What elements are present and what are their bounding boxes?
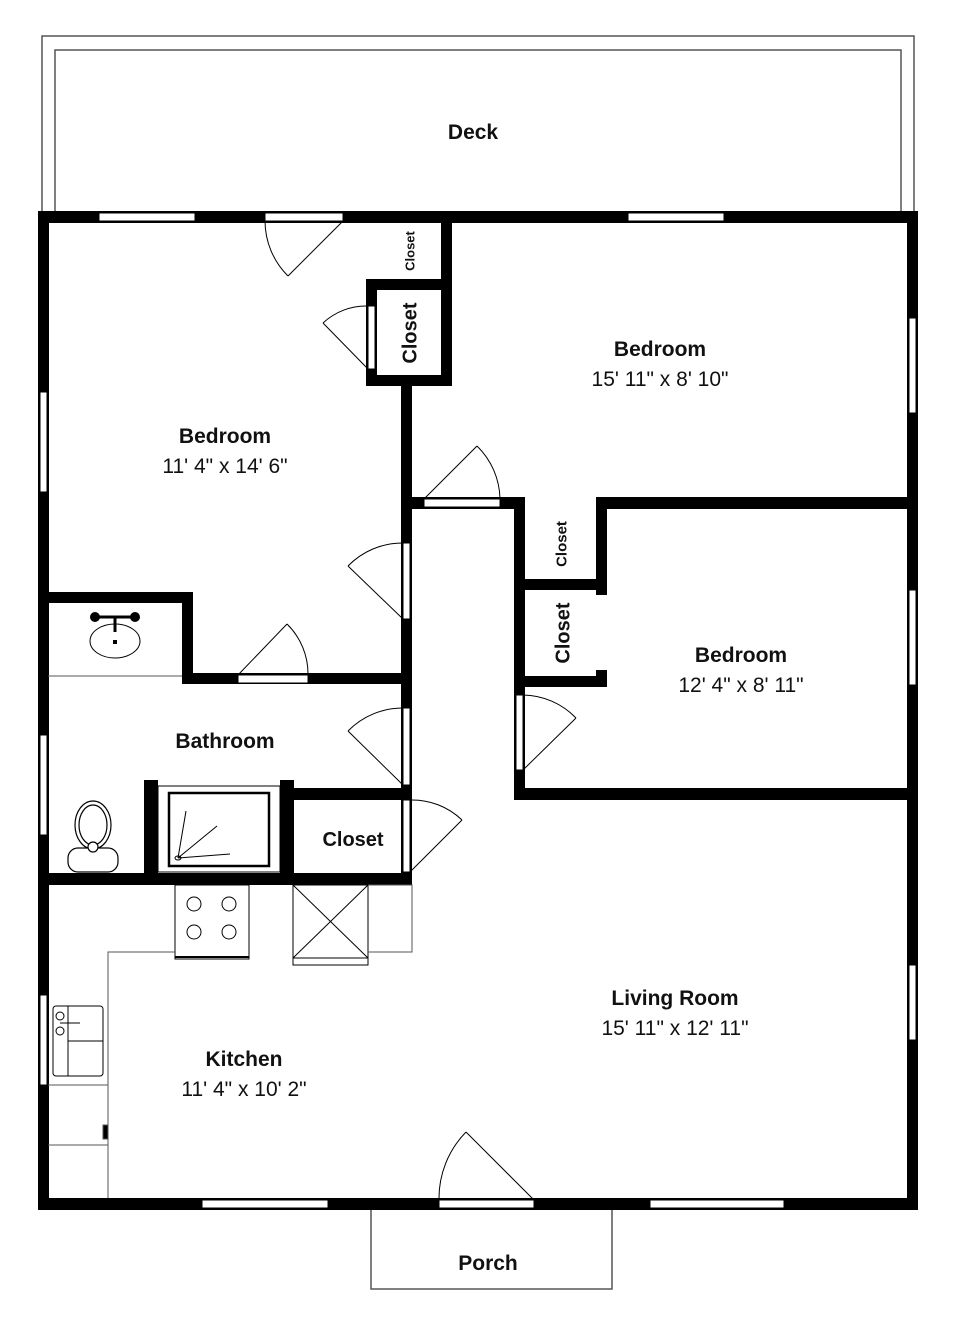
room-name: Porch bbox=[458, 1252, 518, 1275]
room-label-bathroom: Bathroom bbox=[175, 730, 274, 754]
bathroom-sink-icon bbox=[48, 612, 182, 677]
room-label-living-room: Living Room 15' 11" x 12' 11" bbox=[601, 987, 748, 1041]
stove-icon bbox=[174, 884, 250, 960]
room-dimensions: 15' 11" x 12' 11" bbox=[601, 1017, 749, 1040]
room-name: Bedroom bbox=[694, 644, 788, 667]
closet-label-top-large: Closet bbox=[399, 302, 422, 364]
room-name: Kitchen bbox=[205, 1048, 283, 1071]
room-label-bedroom-1: Bedroom 11' 4" x 14' 6" bbox=[162, 425, 287, 479]
closet-label-hall: Closet bbox=[322, 829, 384, 851]
room-label-porch: Porch bbox=[458, 1252, 518, 1276]
porch-outline bbox=[370, 1207, 613, 1290]
room-dimensions: 11' 4" x 10' 2" bbox=[181, 1078, 307, 1101]
room-name: Living Room bbox=[611, 987, 739, 1010]
room-label-bedroom-2: Bedroom 15' 11" x 8' 10" bbox=[592, 338, 729, 392]
toilet-icon bbox=[67, 800, 119, 873]
openings bbox=[39, 212, 917, 1209]
room-name: Deck bbox=[447, 121, 499, 144]
walls bbox=[38, 211, 918, 1210]
closet-label-mid-lower: Closet bbox=[552, 602, 575, 664]
closet-label-top-small: Closet bbox=[402, 231, 418, 271]
room-dimensions: 15' 11" x 8' 10" bbox=[591, 368, 729, 391]
room-label-deck: Deck bbox=[448, 121, 498, 145]
room-label-kitchen: Kitchen 11' 4" x 10' 2" bbox=[181, 1048, 306, 1102]
room-name: Bedroom bbox=[613, 338, 707, 361]
kitchen-sink-icon bbox=[52, 1005, 104, 1077]
room-name: Bathroom bbox=[175, 730, 275, 753]
shower-icon bbox=[157, 785, 281, 873]
kitchen-counters bbox=[48, 884, 413, 1198]
refrigerator-icon bbox=[292, 884, 369, 966]
room-name: Bedroom bbox=[178, 425, 272, 448]
room-dimensions: 12' 4" x 8' 11" bbox=[678, 674, 804, 697]
closet-label-mid-upper: Closet bbox=[553, 521, 571, 567]
door-swings bbox=[237, 220, 577, 1201]
room-label-bedroom-3: Bedroom 12' 4" x 8' 11" bbox=[678, 644, 803, 698]
room-dimensions: 11' 4" x 14' 6" bbox=[162, 455, 288, 478]
